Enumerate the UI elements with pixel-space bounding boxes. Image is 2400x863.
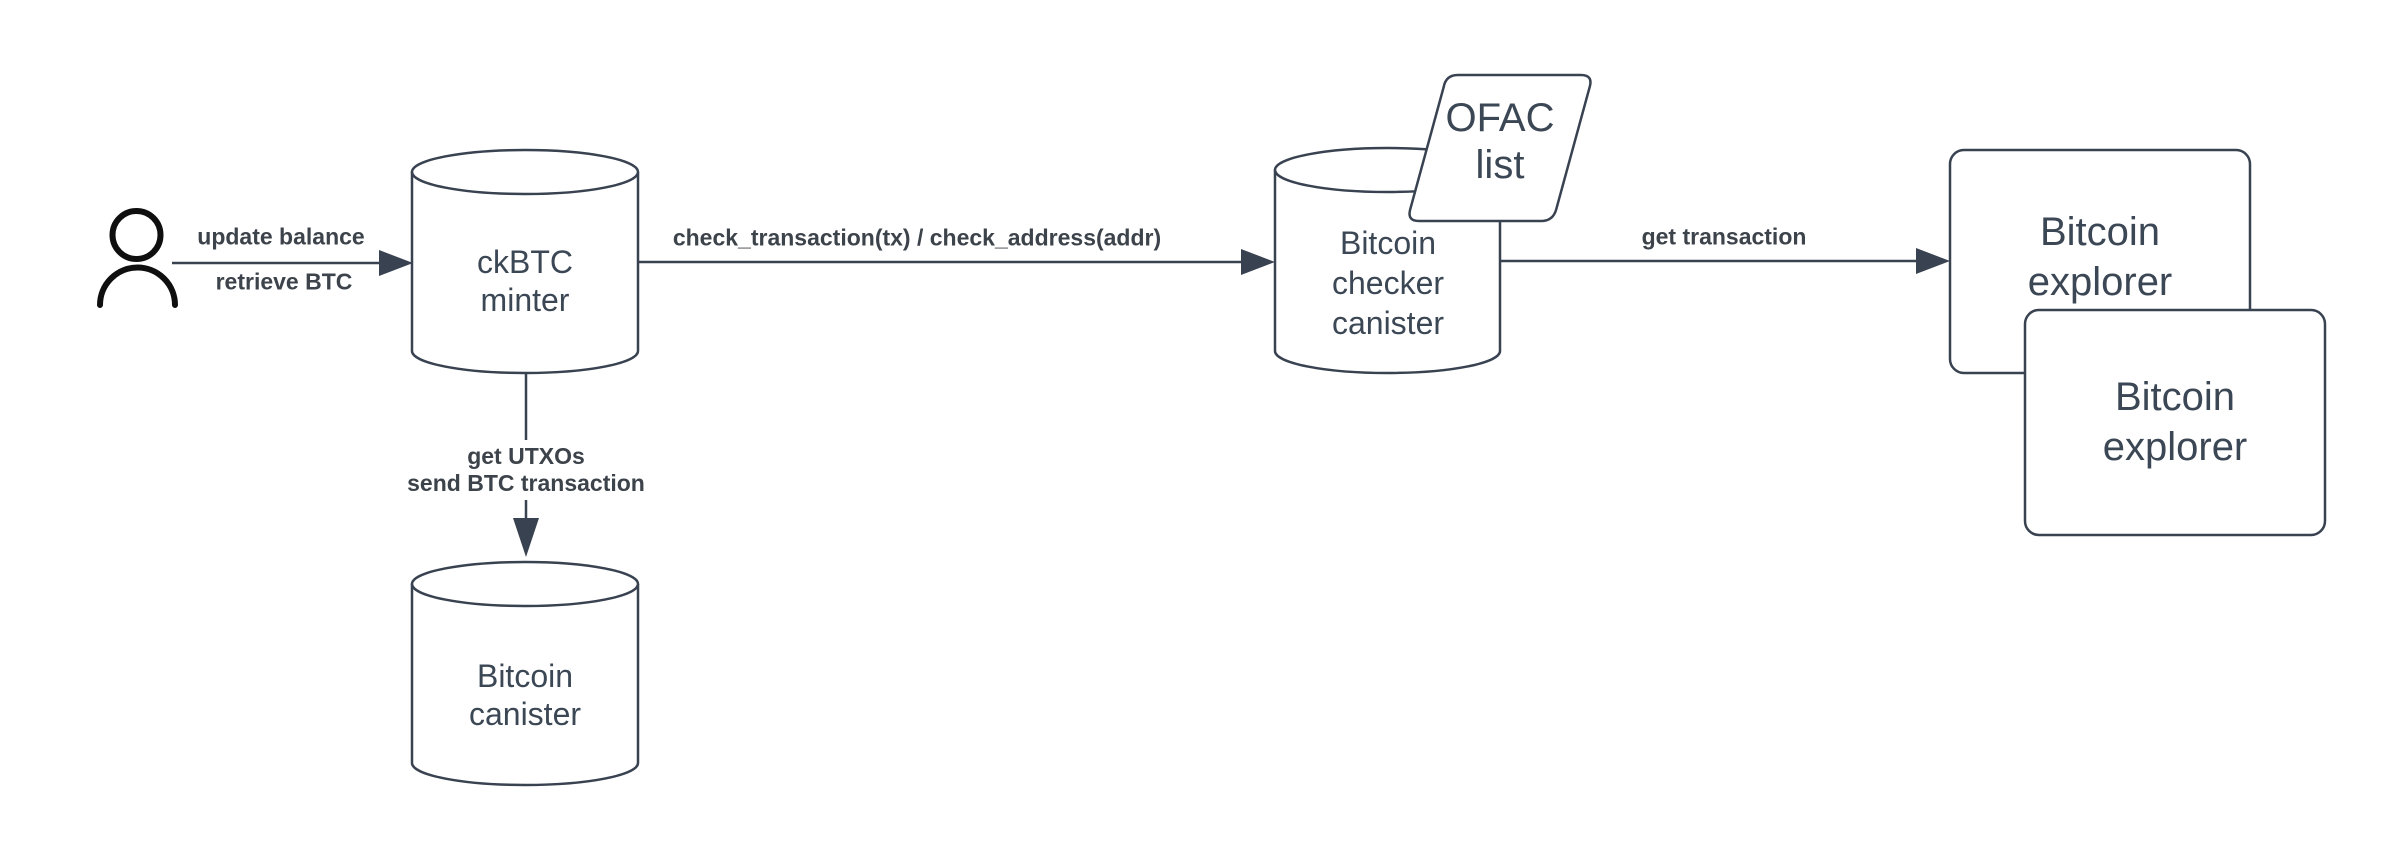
cylinder-body [410, 584, 640, 787]
cylinder-top [410, 148, 640, 196]
arrowhead-icon [379, 250, 413, 276]
person-head [109, 208, 164, 262]
person-shoulders [97, 264, 178, 308]
edge-label-check-transaction: check_transaction(tx) / check_address(ad… [672, 224, 1162, 251]
person-icon [97, 208, 178, 308]
bitcoin-checker-canister-label: Bitcoin checker canister [1331, 225, 1445, 341]
bitcoin-canister-label: Bitcoin canister [468, 658, 582, 732]
edge-user-to-minter [172, 250, 413, 276]
cylinder-body [410, 172, 640, 375]
bitcoin-explorer-front-label: Bitcoin explorer [2102, 375, 2248, 469]
arrowhead-icon [1916, 248, 1950, 274]
bitcoin-canister-cylinder [410, 560, 640, 787]
ofac-list-shape [1408, 73, 1592, 223]
ofac-list-label: OFAC list [1445, 96, 1555, 187]
arrowhead-icon [513, 518, 539, 557]
ckbtc-minter-cylinder [410, 148, 640, 375]
edge-label-get-utxos: get UTXOs send BTC transaction [401, 440, 651, 500]
bitcoin-explorer-front-box [2023, 308, 2327, 537]
edge-minter-to-checker [638, 249, 1275, 275]
edge-label-get-transaction: get transaction [1641, 223, 1807, 250]
edge-checker-to-explorer [1500, 248, 1950, 274]
bitcoin-explorer-back-label: Bitcoin explorer [2027, 210, 2173, 304]
arrowhead-icon [1241, 249, 1275, 275]
ckbtc-minter-label: ckBTC minter [477, 244, 573, 318]
cylinder-top [410, 560, 640, 608]
edge-label-update-balance: update balance [197, 223, 365, 250]
edge-label-retrieve-btc: retrieve BTC [215, 268, 353, 295]
